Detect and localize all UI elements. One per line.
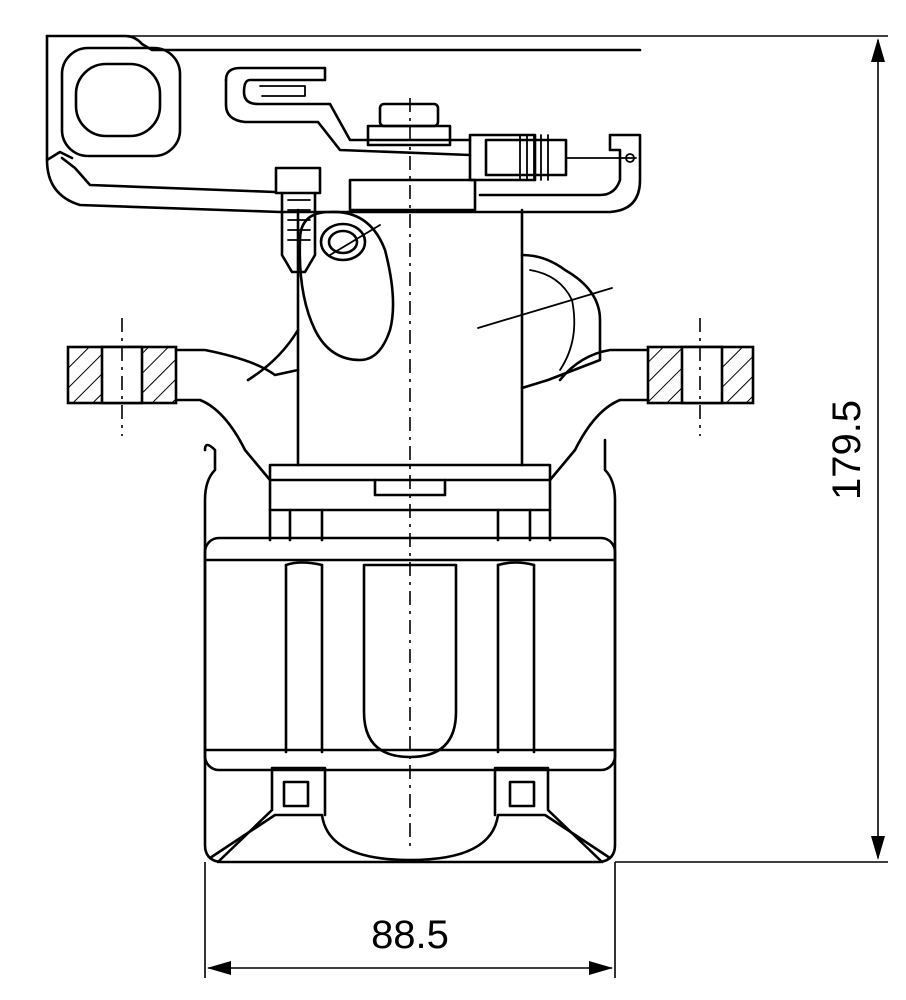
lower-pad-guides [208,766,612,864]
cable-spring [468,133,637,182]
mounting-ear-left [66,328,300,482]
centerlines [121,98,701,850]
width-dimension: 88.5 [204,862,616,978]
height-dimension-label: 179.5 [825,400,869,500]
cylinder-body [268,208,613,482]
mounting-ear-right [548,345,755,482]
parking-brake-bracket [45,34,642,214]
adjuster-nut [348,102,477,212]
height-dimension: 179.5 [47,35,888,863]
hydraulic-port [298,210,395,362]
width-dimension-label: 88.5 [371,913,449,957]
